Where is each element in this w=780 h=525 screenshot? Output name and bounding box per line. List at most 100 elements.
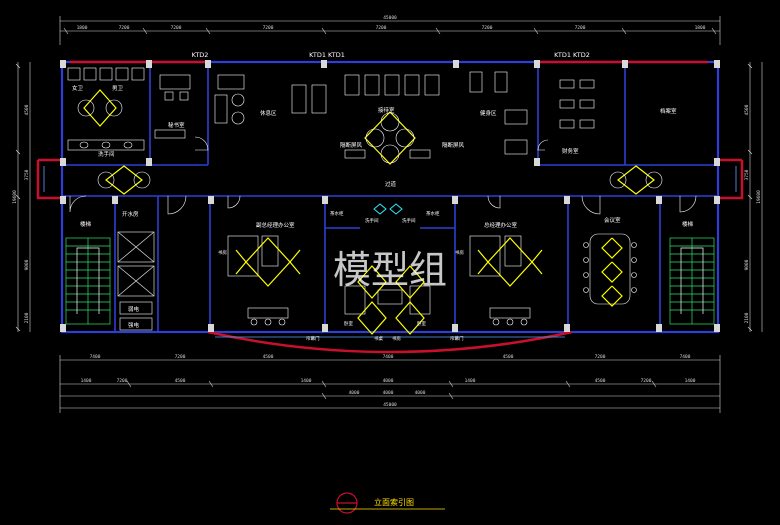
room-label-stair-right: 楼梯 xyxy=(682,220,694,228)
room-label-curtain-right: 帘幕门 xyxy=(450,335,464,342)
caption-title: 立面索引图 xyxy=(374,497,414,507)
room-label-bedroom-left: 卧室 xyxy=(344,320,353,327)
dim-top-seg: 7200 xyxy=(263,25,274,31)
watermark-text: 模型组 xyxy=(333,248,447,292)
dim-bottom-seg: 7400 xyxy=(680,354,691,360)
index-symbol-washroom xyxy=(77,89,123,127)
dimension-ticks xyxy=(15,27,753,400)
room-labels: 女卫 男卫 洗手间 秘书室 休息区 接待室 隔断屏风 隔断屏风 健身区 财务室 … xyxy=(72,84,694,342)
furniture xyxy=(67,67,637,326)
room-label-stair-left: 楼梯 xyxy=(80,220,92,228)
room-label-hall: 书桌 xyxy=(374,335,383,342)
elevator-shafts xyxy=(117,231,155,331)
right-stair xyxy=(669,237,715,325)
dim-bottom-seg: 1400 xyxy=(685,378,696,384)
room-label-bedroom-right: 卧室 xyxy=(417,320,426,327)
index-symbol-suite xyxy=(357,265,425,335)
dim-right-seg: 2100 xyxy=(744,312,750,323)
dim-bottom-seg: 7200 xyxy=(641,378,652,384)
room-label-washroom: 洗手间 xyxy=(98,150,115,158)
right-dimension-text: 19600 4500 3750 9000 2100 xyxy=(744,104,762,323)
room-label-tea-right: 茶水柜 xyxy=(426,210,440,217)
dim-right-seg: 3750 xyxy=(744,169,750,180)
bottom-dimension-text: 7400 7200 4500 7400 4500 7200 7400 1400 … xyxy=(81,354,696,408)
index-symbol-gm xyxy=(477,237,543,287)
room-label-strong-elec: 强电 xyxy=(128,321,140,329)
dim-bottom-seg: 4000 xyxy=(415,390,426,396)
dim-bottom-seg: 7200 xyxy=(175,354,186,360)
dim-left-seg: 9000 xyxy=(24,259,30,270)
dim-top-total: 45000 xyxy=(383,15,397,21)
dim-right-total: 19600 xyxy=(756,190,762,204)
room-label-gm: 总经理办公室 xyxy=(484,221,518,229)
room-label-study-left: 书房 xyxy=(218,249,227,256)
left-dimension-text: 19600 4500 3750 9000 2100 xyxy=(12,104,30,323)
room-label-meeting: 会议室 xyxy=(604,216,621,224)
dim-bottom-seg: 1400 xyxy=(81,378,92,384)
dim-top-seg: 7200 xyxy=(482,25,493,31)
room-label-curtain-left: 帘幕门 xyxy=(306,335,320,342)
dim-bottom-seg: 1400 xyxy=(301,378,312,384)
dim-bottom-total: 45000 xyxy=(383,402,397,408)
dim-bottom-seg: 4500 xyxy=(263,354,274,360)
room-label-archive: 档案室 xyxy=(660,107,677,115)
room-label-dressing: 书房 xyxy=(392,335,401,342)
dim-bottom-seg: 4500 xyxy=(503,354,514,360)
ktd-tags: KTD2 KTD1 KTD1 KTD1 KTD2 xyxy=(192,51,590,59)
dim-bottom-seg: 4500 xyxy=(595,378,606,384)
dim-bottom-seg: 4500 xyxy=(175,378,186,384)
dim-right-seg: 9000 xyxy=(744,259,750,270)
cyan-marker xyxy=(373,203,403,215)
dim-top-seg: 7200 xyxy=(575,25,586,31)
room-label-fitness: 健身区 xyxy=(480,109,497,117)
room-label-weak-elec: 弱电 xyxy=(128,305,140,313)
room-label-vice-gm: 副总经理办公室 xyxy=(256,221,295,229)
dim-left-total: 19600 xyxy=(12,190,18,204)
room-label-washroom-right: 洗手间 xyxy=(402,217,416,224)
index-symbol-vice-gm xyxy=(235,237,301,287)
tag-center: KTD1 KTD1 xyxy=(309,51,345,59)
index-symbol-corridor-right xyxy=(609,165,663,195)
room-label-washroom-left: 洗手间 xyxy=(365,217,379,224)
room-label-tea-left: 茶水柜 xyxy=(330,210,344,217)
room-label-partition-b: 隔断屏风 xyxy=(442,141,465,149)
room-label-secretary: 秘书室 xyxy=(168,121,185,129)
doors xyxy=(69,136,697,215)
dim-bottom-seg: 4000 xyxy=(349,390,360,396)
top-dimension-text: 45000 1800 7200 7200 7200 7200 7200 7200… xyxy=(77,15,706,31)
window-strips xyxy=(43,166,737,338)
room-label-water-room: 开水房 xyxy=(122,210,139,218)
dim-top-seg: 7200 xyxy=(171,25,182,31)
room-label-reception: 接待室 xyxy=(378,106,395,114)
dim-left-seg: 2100 xyxy=(24,312,30,323)
room-label-rest-area: 休息区 xyxy=(260,109,277,117)
room-label-corridor: 过道 xyxy=(385,180,397,188)
dim-bottom-seg: 4000 xyxy=(383,390,394,396)
tag-right: KTD1 KTD2 xyxy=(554,51,590,59)
dim-top-seg: 1800 xyxy=(695,25,706,31)
dim-bottom-seg: 7400 xyxy=(90,354,101,360)
index-symbols xyxy=(77,89,663,335)
room-label-male-wc: 男卫 xyxy=(112,85,124,92)
dimension-lines xyxy=(17,16,763,413)
dim-bottom-seg: 1400 xyxy=(465,378,476,384)
dim-left-seg: 3750 xyxy=(24,169,30,180)
left-stair xyxy=(65,237,111,325)
structural-columns xyxy=(60,60,720,332)
dim-top-seg: 7200 xyxy=(376,25,387,31)
index-symbol-corridor-left xyxy=(97,165,151,195)
dim-bottom-seg: 7200 xyxy=(595,354,606,360)
dim-top-seg: 7200 xyxy=(119,25,130,31)
tag-left: KTD2 xyxy=(192,51,209,59)
index-symbol-meeting xyxy=(601,237,623,307)
dim-right-seg: 4500 xyxy=(744,104,750,115)
dim-bottom-seg: 7400 xyxy=(383,354,394,360)
room-label-partition-a: 隔断屏风 xyxy=(340,141,363,149)
dim-bottom-seg: 4000 xyxy=(383,378,394,384)
index-symbol-reception xyxy=(364,111,416,165)
room-label-female-wc: 女卫 xyxy=(72,84,84,92)
dim-top-seg: 1800 xyxy=(77,25,88,31)
dim-left-seg: 4500 xyxy=(24,104,30,115)
